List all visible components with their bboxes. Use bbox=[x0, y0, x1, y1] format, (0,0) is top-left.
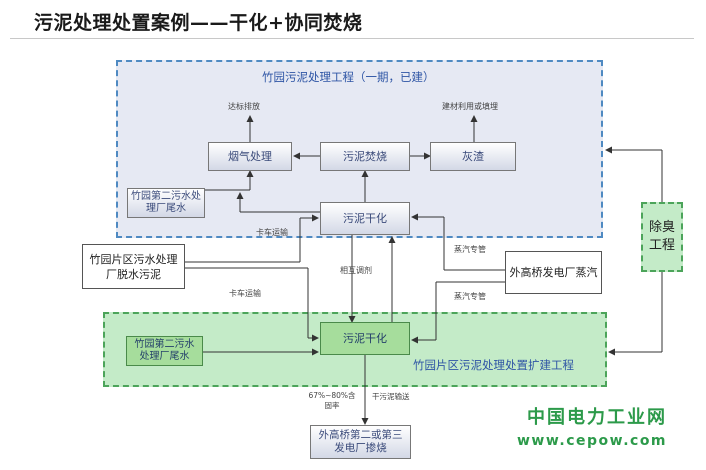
mutual-adjust-label: 相互调剂 bbox=[340, 266, 372, 275]
emission-label: 达标排放 bbox=[228, 102, 260, 111]
dry-sludge-label: 干污泥输送 bbox=[372, 392, 410, 401]
steam-pipe-top-label: 蒸汽专管 bbox=[454, 245, 486, 254]
watermark-url: www.cepow.com bbox=[517, 433, 668, 449]
tailwater-bottom-box: 竹园第二污水处理厂尾水 bbox=[126, 336, 203, 366]
sludge-drying-top-box: 污泥干化 bbox=[320, 202, 410, 235]
solids-rate-label: 67%~80%含固率 bbox=[308, 391, 356, 410]
steam-plant-box: 外高桥发电厂蒸汽 bbox=[505, 251, 602, 294]
truck-mid-label: 卡车运输 bbox=[229, 289, 261, 298]
deodorization-box: 除臭工程 bbox=[641, 202, 683, 272]
title-divider bbox=[10, 38, 694, 39]
ash-use-label: 建材利用或填埋 bbox=[442, 102, 498, 111]
watermark-cn: 中国电力工业网 bbox=[527, 407, 667, 428]
ash-residue-box: 灰渣 bbox=[430, 142, 516, 171]
sludge-drying-bottom-box: 污泥干化 bbox=[320, 322, 410, 355]
zone-existing-title: 竹园污泥处理工程（一期，已建） bbox=[262, 70, 435, 84]
source-sludge-box: 竹园片区污水处理厂脱水污泥 bbox=[82, 244, 185, 289]
sludge-incineration-box: 污泥焚烧 bbox=[320, 142, 410, 171]
zone-expansion-title: 竹园片区污泥处理处置扩建工程 bbox=[413, 358, 574, 372]
cofiring-plant-box: 外高桥第二或第三发电厂掺烧 bbox=[310, 425, 411, 459]
steam-pipe-bottom-label: 蒸汽专管 bbox=[454, 292, 486, 301]
flue-gas-treatment-box: 烟气处理 bbox=[208, 142, 292, 171]
page-title: 污泥处理处置案例——干化+协同焚烧 bbox=[34, 12, 363, 34]
tailwater-top-box: 竹园第二污水处理厂尾水 bbox=[127, 188, 205, 218]
truck-top-label: 卡车运输 bbox=[256, 228, 288, 237]
